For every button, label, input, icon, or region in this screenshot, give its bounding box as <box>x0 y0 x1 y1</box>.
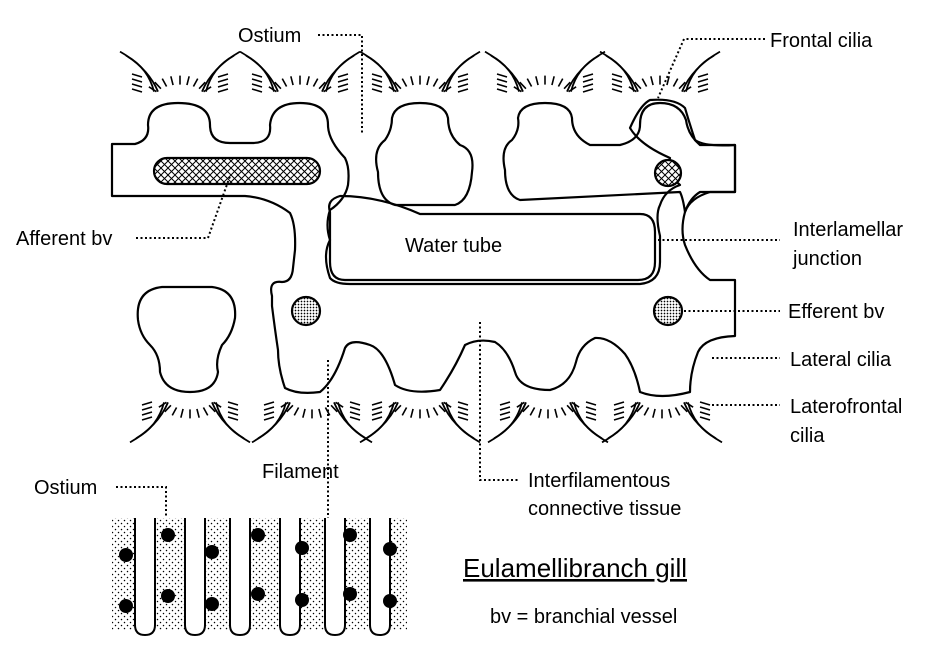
ostium-dot <box>343 528 357 542</box>
lamina-filament <box>184 518 206 637</box>
gill-lamina-lower <box>112 518 407 637</box>
label-ostium-bottom: Ostium <box>34 477 97 499</box>
filament-bottom-left <box>136 285 237 394</box>
ostium-dot <box>295 541 309 555</box>
frontal-cilia-tuft <box>484 50 606 93</box>
diagram-title: Eulamellibranch gill <box>463 553 687 583</box>
label-water-tube: Water tube <box>405 235 502 257</box>
ostium-dot <box>119 599 133 613</box>
frontal-cilia-tuft <box>119 50 241 93</box>
filament-top-center <box>375 101 474 207</box>
label-afferent-bv: Afferent bv <box>16 228 112 250</box>
label-filament: Filament <box>262 461 339 483</box>
lateral-cilia-tuft <box>251 401 373 444</box>
ostium-dot <box>251 587 265 601</box>
filament-top-right <box>502 101 737 214</box>
label-connective-tissue: connective tissue <box>528 498 681 520</box>
vessel-right-upper <box>653 158 683 188</box>
lateral-cilia-tuft <box>487 401 609 444</box>
lamina-filament <box>229 518 251 637</box>
lamina-filament <box>369 518 391 637</box>
afferent-blood-vessel <box>152 156 322 186</box>
lateral-cilia-tuft <box>129 401 251 444</box>
lamina-filament <box>134 518 156 637</box>
leader-lines <box>116 34 780 533</box>
ostium-dot <box>161 589 175 603</box>
label-laterofrontal-cilia: cilia <box>790 425 825 447</box>
ostium-dot <box>205 597 219 611</box>
ostium-dot <box>205 545 219 559</box>
ostium-dot <box>119 548 133 562</box>
cilia-group <box>119 50 723 444</box>
efferent-vessel-right <box>652 295 684 327</box>
ostium-dot <box>383 542 397 556</box>
label-lateral-cilia: Lateral cilia <box>790 349 892 371</box>
lateral-cilia-tuft <box>359 401 481 444</box>
ostium-dot <box>161 528 175 542</box>
ostium-dot <box>295 593 309 607</box>
lateral-cilia-tuft <box>601 401 723 444</box>
ostium-dot <box>251 528 265 542</box>
lamina-filament <box>279 518 301 637</box>
label-interfilamentous: Interfilamentous <box>528 470 670 492</box>
label-laterofrontal: Laterofrontal <box>790 396 902 418</box>
legend-text: bv = branchial vessel <box>490 606 677 628</box>
frontal-cilia-tuft <box>239 50 361 93</box>
gill-tissue <box>110 98 737 398</box>
water-tube <box>328 194 657 282</box>
frontal-cilia-tuft <box>599 50 721 93</box>
lamina-filament <box>324 518 346 637</box>
label-ostium-top: Ostium <box>238 25 301 47</box>
label-interlamellar: Interlamellar <box>793 219 903 241</box>
label-junction: junction <box>792 248 862 270</box>
label-efferent-bv: Efferent bv <box>788 301 884 323</box>
ostium-dot <box>383 594 397 608</box>
efferent-vessel-left <box>290 295 322 327</box>
label-frontal-cilia: Frontal cilia <box>770 30 873 52</box>
frontal-cilia-tuft <box>359 50 481 93</box>
ostium-dot <box>343 587 357 601</box>
